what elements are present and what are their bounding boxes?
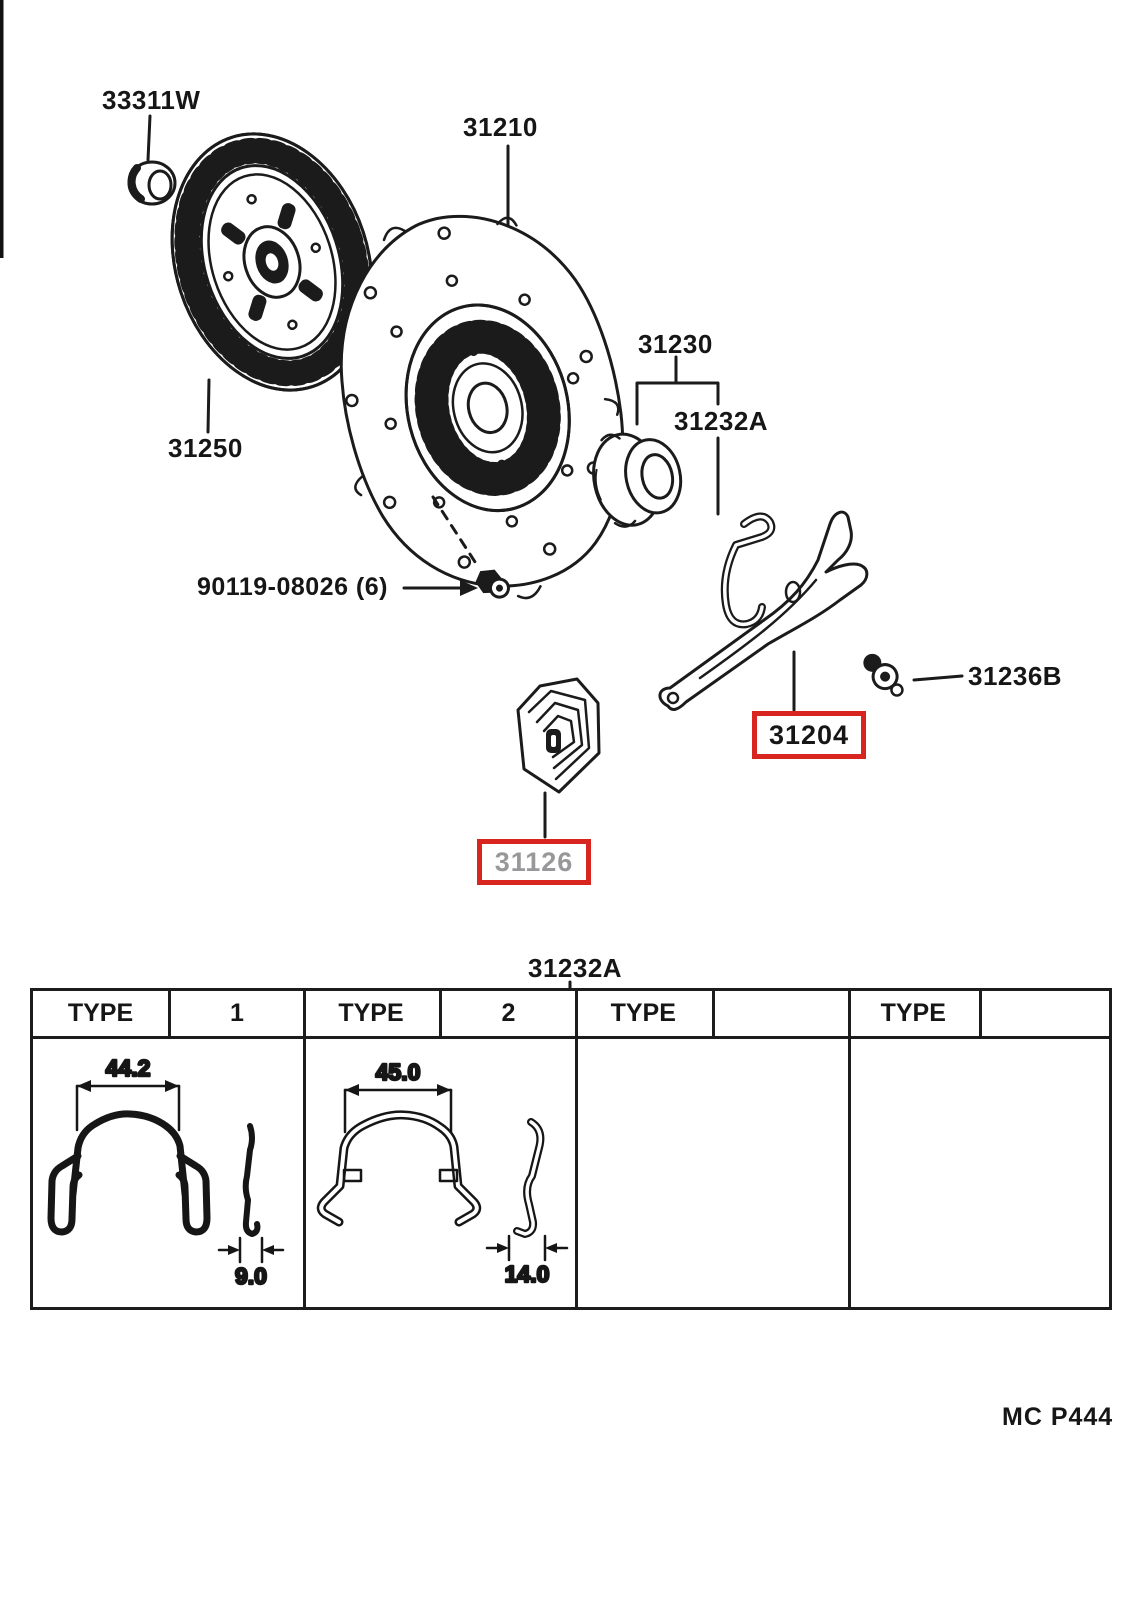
type-header: TYPE (848, 991, 1109, 1039)
type-column-1: TYPE 1 44.2 9.0 (33, 991, 306, 1307)
label-31232a: 31232A (674, 406, 769, 436)
page-code: MC P444 (1002, 1403, 1114, 1431)
grommet-drawing (127, 114, 177, 206)
label-31236b: 31236B (968, 661, 1063, 691)
scan-artifact (0, 0, 4, 258)
type-column-4: TYPE (848, 991, 1109, 1307)
type-header-value (715, 991, 849, 1036)
type-column-3: TYPE (575, 991, 851, 1307)
label-31230: 31230 (638, 329, 713, 359)
pivot-bolt-drawing (863, 653, 964, 697)
type-header: TYPE 2 (303, 991, 575, 1039)
label-31126: 31126 (494, 846, 574, 877)
type-header-label: TYPE (848, 991, 982, 1036)
label-31250: 31250 (168, 433, 243, 463)
type-column-2: TYPE 2 45.0 14.0 (303, 991, 578, 1307)
type-header-value: 2 (501, 999, 516, 1027)
release-fork-drawing (658, 510, 869, 712)
set-bolt-drawing (402, 495, 510, 599)
highlighted-part-31204[interactable]: 31204 (752, 711, 866, 759)
label-90119-08026: 90119-08026 (6) (197, 573, 388, 601)
dim-width: 44.2 (106, 1055, 151, 1081)
clip-type-1-drawing: 44.2 9.0 (47, 1054, 285, 1290)
clip-type-2-drawing: 45.0 14.0 (316, 1058, 569, 1288)
highlighted-part-31126[interactable]: 31126 (477, 839, 591, 885)
type-header-label: TYPE (575, 991, 715, 1036)
type-table: TYPE 1 44.2 9.0 (30, 988, 1112, 1310)
table-title: 31232A (528, 953, 623, 983)
dim-width: 45.0 (376, 1059, 421, 1085)
type-header-value: 1 (230, 999, 244, 1027)
clip-drawing (716, 436, 776, 629)
type-header-value (982, 991, 1110, 1036)
label-31210: 31210 (463, 112, 538, 142)
label-33311w: 33311W (102, 85, 201, 115)
type-header-label: TYPE (303, 991, 442, 1036)
type-header-label: TYPE (33, 991, 171, 1036)
release-bearing-drawing (592, 355, 720, 528)
type-header: TYPE (575, 991, 848, 1039)
dim-thickness: 9.0 (235, 1263, 267, 1289)
boot-drawing (516, 677, 601, 839)
type-header: TYPE 1 (33, 991, 303, 1039)
dim-thickness: 14.0 (505, 1261, 550, 1287)
clutch-disc-drawing (170, 132, 374, 434)
label-31204: 31204 (768, 719, 850, 750)
clutch-cover-drawing (339, 144, 625, 600)
